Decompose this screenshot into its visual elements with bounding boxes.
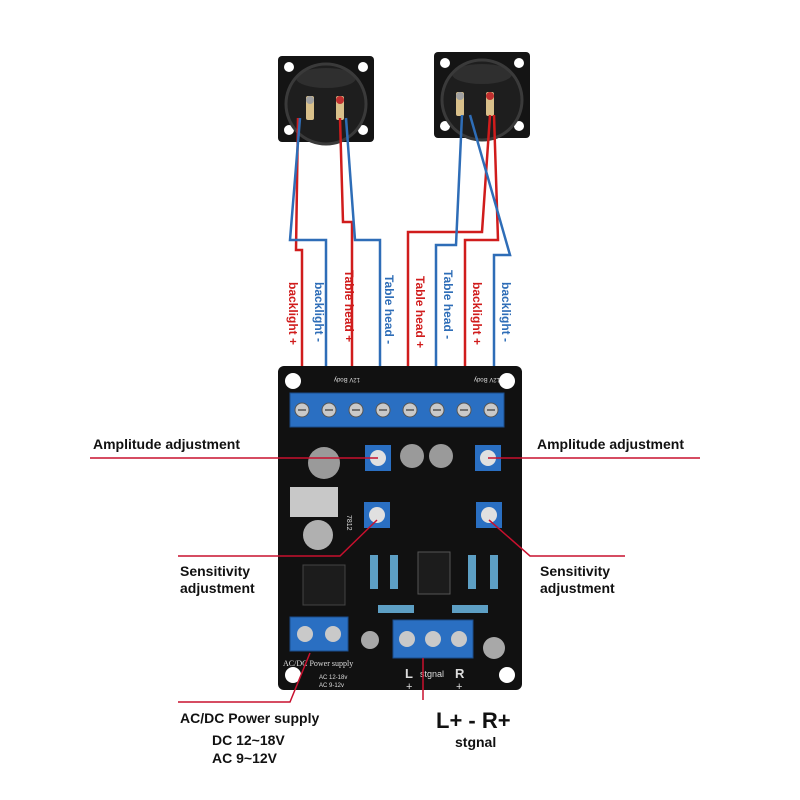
silkscreen-power-spec-2: AC 9-12v [319,683,344,689]
callout-power-ac: AC 9~12V [212,750,277,766]
sensitivity-trimmer-right [476,502,502,528]
silkscreen-power: AC/DC Power supply [283,659,353,668]
callout-signal-title: L+ - R+ [436,708,511,733]
silkscreen-plus-left: + [406,681,412,693]
wire-label-table-head-minus-right: Table head - [441,270,455,340]
voltage-regulator [290,487,338,517]
silkscreen-signal: stgnal [420,669,444,679]
callout-sensitivity-left-1: Sensitivity [180,563,251,579]
callout-amplitude-right: Amplitude adjustment [537,436,685,452]
sensitivity-trimmer-left [364,502,390,528]
callout-lines [90,457,700,703]
wire-label-table-head-plus-right: Table head + [413,276,427,349]
wire-backlight-minus-right [468,114,512,400]
callout-signal-sub: stgnal [455,734,497,750]
callout-power-dc: DC 12~18V [212,732,285,748]
vu-meter-left [278,56,374,146]
callout-amplitude-left: Amplitude adjustment [93,436,241,452]
vu-meter-right [434,52,530,142]
wire-label-backlight-minus-left: backlight - [312,282,326,343]
silkscreen-plus-right: + [456,681,462,693]
capacitor [400,444,424,468]
op-amp-ic [417,551,451,595]
wire-table-head-plus-left [338,117,354,400]
callout-power-title: AC/DC Power supply [180,710,320,726]
silkscreen-power-spec-1: AC 12-18v [319,675,347,681]
silkscreen-signal-l: L [405,666,413,681]
capacitor [429,444,453,468]
wire-label-table-head-plus-left: Table head + [342,270,356,343]
wire-table-head-minus-left [344,117,382,400]
pcb-board: AC/DC Power supply AC 12-18v AC 9-12v st… [278,366,522,693]
wire-label-backlight-plus-right: backlight + [470,282,484,346]
capacitor [303,520,333,550]
bridge-rectifier [302,564,346,606]
silkscreen-signal-r: R [455,666,465,681]
wire-table-head-plus-right [406,114,492,400]
callout-sensitivity-left-2: adjustment [180,580,255,596]
callout-sensitivity-right-2: adjustment [540,580,615,596]
silkscreen-header-right: 12V Body [474,376,500,382]
silkscreen-header-left: 12V Body [334,376,360,382]
silkscreen-7812: 7812 [345,515,352,531]
callout-sensitivity-right-1: Sensitivity [540,563,611,579]
capacitor [483,637,505,659]
capacitor [308,447,340,479]
wire-backlight-minus-left [288,117,328,400]
capacitor [361,631,379,649]
wire-label-backlight-minus-right: backlight - [499,282,513,343]
wire-backlight-plus-right [463,114,500,400]
wire-label-backlight-plus-left: backlight + [286,282,300,346]
wire-label-table-head-minus-left: Table head - [382,275,396,345]
wiring [288,114,512,400]
wire-backlight-plus-left [294,117,304,400]
wire-table-head-minus-right [434,114,464,400]
